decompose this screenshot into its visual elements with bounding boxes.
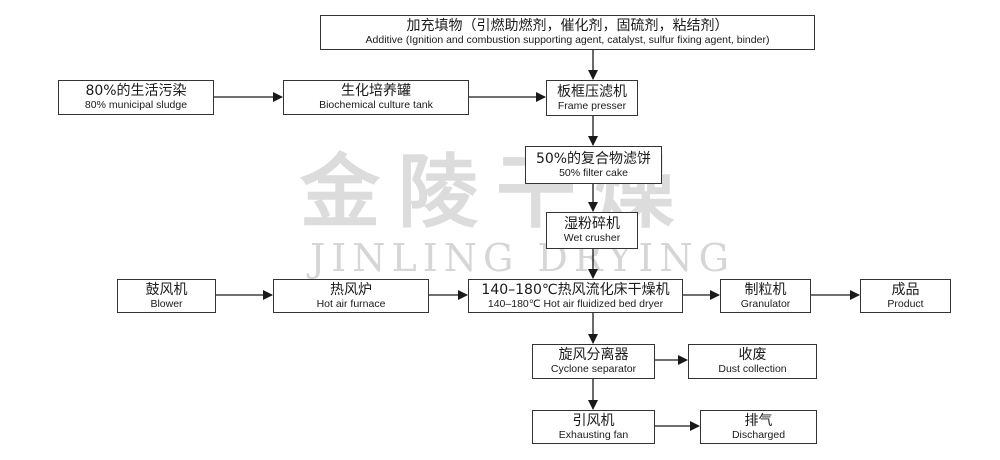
node-granulator-en: Granulator (740, 297, 791, 310)
node-cake-en: 50% filter cake (559, 166, 628, 179)
node-dryer-cn: 140–180℃热风流化床干燥机 (481, 281, 670, 298)
node-press-cn: 板框压滤机 (557, 83, 627, 100)
node-crusher-cn: 湿粉碎机 (564, 216, 620, 232)
node-sludge-en: 80% municipal sludge (84, 99, 188, 111)
node-cyclone: 旋风分离器 Cyclone separator (532, 344, 655, 379)
node-cyclone-en: Cyclone separator (550, 363, 637, 375)
node-fan-en: Exhausting fan (558, 428, 629, 441)
node-product-en: Product (887, 297, 924, 310)
node-cake: 50%的复合物滤饼 50% filter cake (525, 146, 662, 184)
node-granulator-cn: 制粒机 (744, 281, 787, 298)
node-furnace-en: Hot air furnace (316, 297, 386, 310)
node-blower-en: Blower (150, 297, 183, 310)
node-crusher: 湿粉碎机 Wet crusher (546, 212, 638, 249)
node-dust-cn: 收废 (738, 347, 767, 363)
node-biochem-en: Biochemical culture tank (319, 99, 433, 111)
node-dust: 收废 Dust collection (688, 344, 817, 379)
node-fan: 引风机 Exhausting fan (532, 410, 655, 444)
node-dust-en: Dust collection (718, 363, 787, 375)
node-product-cn: 成品 (891, 281, 920, 298)
node-granulator: 制粒机 Granulator (720, 279, 811, 313)
node-sludge: 80%的生活污染 80% municipal sludge (58, 80, 214, 115)
node-blower: 鼓风机 Blower (117, 279, 216, 313)
node-product: 成品 Product (860, 279, 951, 313)
node-sludge-cn: 80%的生活污染 (85, 83, 187, 99)
node-biochem-cn: 生化培养罐 (341, 83, 411, 99)
node-dryer-en: 140–180℃ Hot air fluidized bed dryer (487, 297, 664, 310)
node-furnace: 热风炉 Hot air furnace (273, 279, 429, 313)
node-crusher-en: Wet crusher (563, 232, 621, 244)
node-cake-cn: 50%的复合物滤饼 (535, 150, 652, 167)
node-dryer: 140–180℃热风流化床干燥机 140–180℃ Hot air fluidi… (468, 279, 683, 313)
node-additive: 加充填物（引燃助燃剂，催化剂，固硫剂，粘结剂） Additive (Igniti… (320, 15, 815, 50)
node-cyclone-cn: 旋风分离器 (558, 347, 629, 363)
node-biochem: 生化培养罐 Biochemical culture tank (283, 80, 469, 115)
node-discharged-en: Discharged (731, 428, 786, 441)
node-additive-en: Additive (Ignition and combustion suppor… (365, 34, 770, 46)
node-blower-cn: 鼓风机 (145, 281, 188, 298)
node-fan-cn: 引风机 (572, 412, 615, 429)
node-additive-cn: 加充填物（引燃助燃剂，催化剂，固硫剂，粘结剂） (406, 18, 729, 34)
node-press: 板框压滤机 Frame presser (546, 80, 638, 116)
node-furnace-cn: 热风炉 (330, 281, 372, 298)
node-discharged: 排气 Discharged (700, 410, 817, 444)
node-press-en: Frame presser (557, 99, 627, 112)
node-discharged-cn: 排气 (744, 412, 773, 429)
